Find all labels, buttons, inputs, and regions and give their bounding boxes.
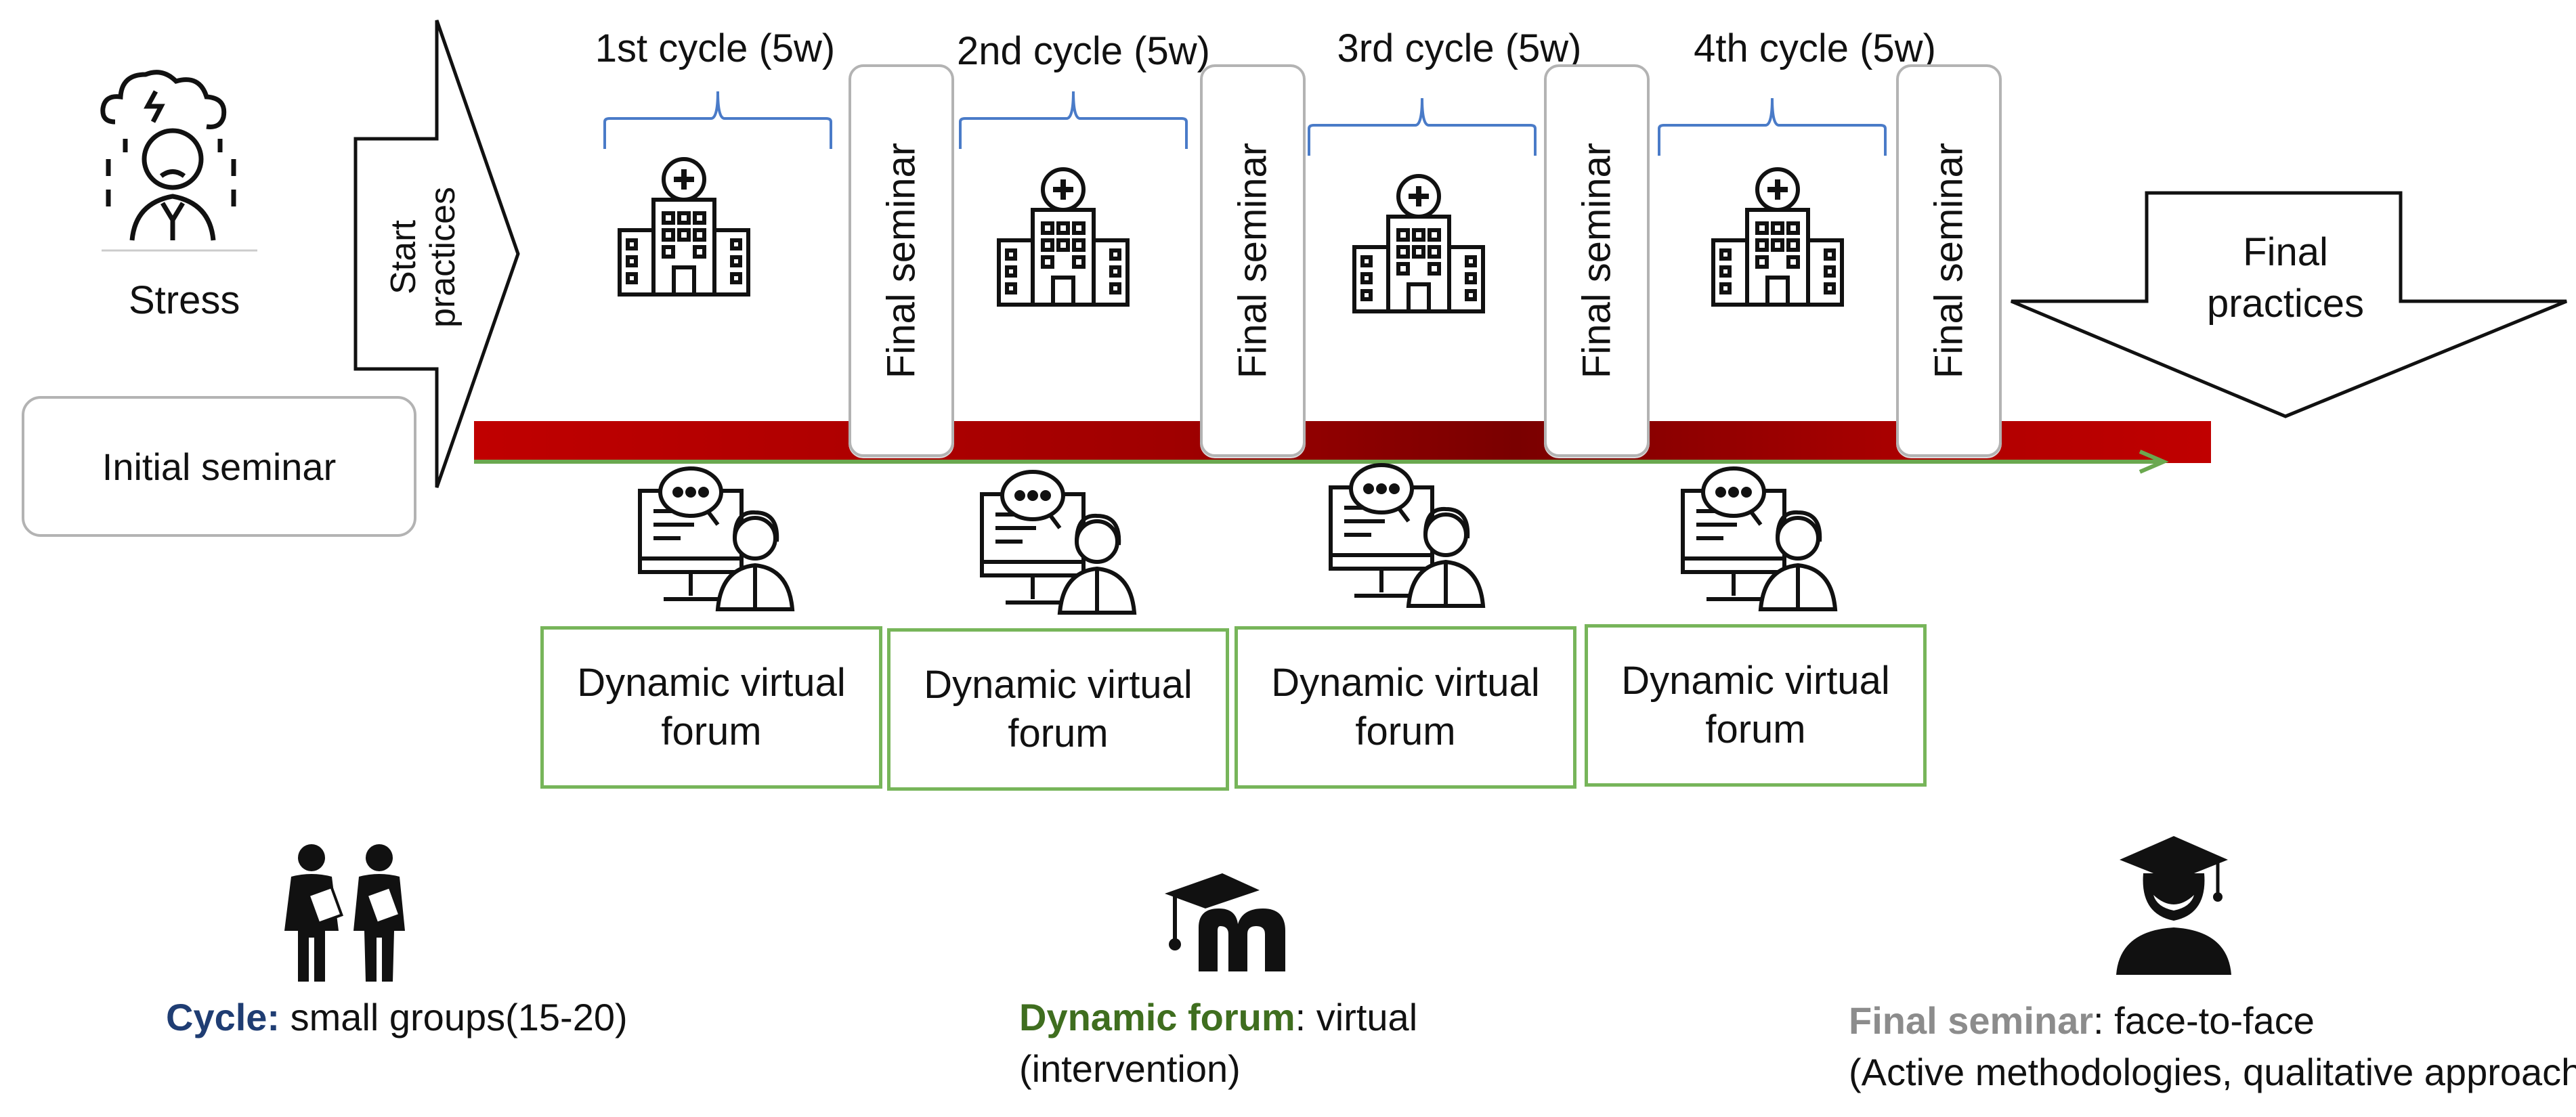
final-seminar-box-3: Final seminar	[1544, 64, 1650, 457]
forum-box-4: Dynamic virtual forum	[1585, 624, 1927, 787]
legend-forum: Dynamic forum: virtual (intervention)	[1019, 992, 1417, 1095]
forum-line2: forum	[1008, 711, 1109, 755]
legend-seminar: Final seminar: face-to-face (Active meth…	[1849, 995, 2576, 1098]
cycle-label-2: 2nd cycle (5w)	[957, 29, 1210, 73]
graduate-icon	[2116, 836, 2231, 975]
start-practices-arrow	[353, 20, 520, 488]
stress-label: Stress	[129, 278, 240, 322]
timeline-arrow	[474, 450, 2169, 474]
cycle-brace-3	[1308, 97, 1537, 156]
final-seminar-box-2: Final seminar	[1200, 64, 1306, 457]
final-seminar-label: Final seminar	[1574, 142, 1619, 379]
legend-cycle-term: Cycle:	[166, 996, 280, 1038]
final-seminar-label: Final seminar	[1927, 142, 1971, 379]
start-practices-text: Start practices	[384, 187, 463, 328]
final-label: Final	[2243, 230, 2328, 274]
forum-line1: Dynamic virtual	[1621, 659, 1890, 703]
legend-forum-sep: :	[1295, 996, 1306, 1038]
cycle-brace-1	[603, 91, 832, 149]
initial-seminar-box: Initial seminar	[22, 396, 416, 537]
computer-chat-icon	[980, 470, 1137, 615]
practices-label: practices	[2206, 282, 2365, 326]
practices-label: practices	[423, 186, 463, 328]
legend-seminar-line2: (Active methodologies, qualitative appro…	[1849, 1051, 2576, 1093]
group-people-icon	[284, 844, 405, 982]
final-seminar-label: Final seminar	[1230, 142, 1275, 379]
final-practices-arrow	[2011, 191, 2567, 418]
hospital-icon	[1711, 167, 1844, 307]
final-seminar-box-1: Final seminar	[849, 64, 954, 457]
moodle-logo-icon	[1165, 873, 1285, 971]
forum-line2: forum	[661, 709, 762, 753]
forum-line2: forum	[1355, 709, 1456, 753]
legend-forum-line2: (intervention)	[1019, 1047, 1241, 1090]
final-seminar-label: Final seminar	[879, 142, 924, 379]
legend-forum-term: Dynamic forum	[1019, 996, 1295, 1038]
final-seminar-box-4: Final seminar	[1896, 64, 2002, 457]
forum-line1: Dynamic virtual	[1271, 661, 1540, 705]
hospital-icon	[997, 167, 1130, 307]
legend-cycle-desc: small groups(15-20)	[280, 996, 628, 1038]
computer-chat-icon	[1329, 463, 1486, 608]
final-practices-text: Final practices	[2174, 227, 2397, 330]
legend-cycle: Cycle: small groups(15-20)	[166, 992, 628, 1043]
legend-seminar-desc: face-to-face	[2103, 999, 2315, 1042]
forum-line1: Dynamic virtual	[924, 663, 1193, 707]
cycle-label-3: 3rd cycle (5w)	[1337, 26, 1582, 70]
legend-seminar-sep: :	[2093, 999, 2104, 1042]
computer-chat-icon	[638, 466, 795, 611]
hospital-icon	[1352, 174, 1485, 313]
forum-box-1: Dynamic virtual forum	[540, 626, 882, 789]
stress-icon	[100, 70, 257, 252]
initial-seminar-label: Initial seminar	[102, 445, 337, 488]
hospital-icon	[618, 157, 750, 297]
cycle-brace-2	[959, 91, 1188, 149]
cycle-label-1: 1st cycle (5w)	[595, 26, 836, 70]
computer-chat-icon	[1681, 466, 1838, 611]
cycle-label-4: 4th cycle (5w)	[1694, 26, 1936, 70]
forum-line1: Dynamic virtual	[577, 661, 846, 705]
legend-forum-desc: virtual	[1306, 996, 1418, 1038]
forum-box-3: Dynamic virtual forum	[1235, 626, 1576, 789]
forum-line2: forum	[1705, 707, 1806, 751]
forum-box-2: Dynamic virtual forum	[887, 628, 1229, 791]
start-label: Start	[384, 220, 423, 294]
cycle-brace-4	[1658, 97, 1887, 156]
legend-seminar-term: Final seminar	[1849, 999, 2094, 1042]
